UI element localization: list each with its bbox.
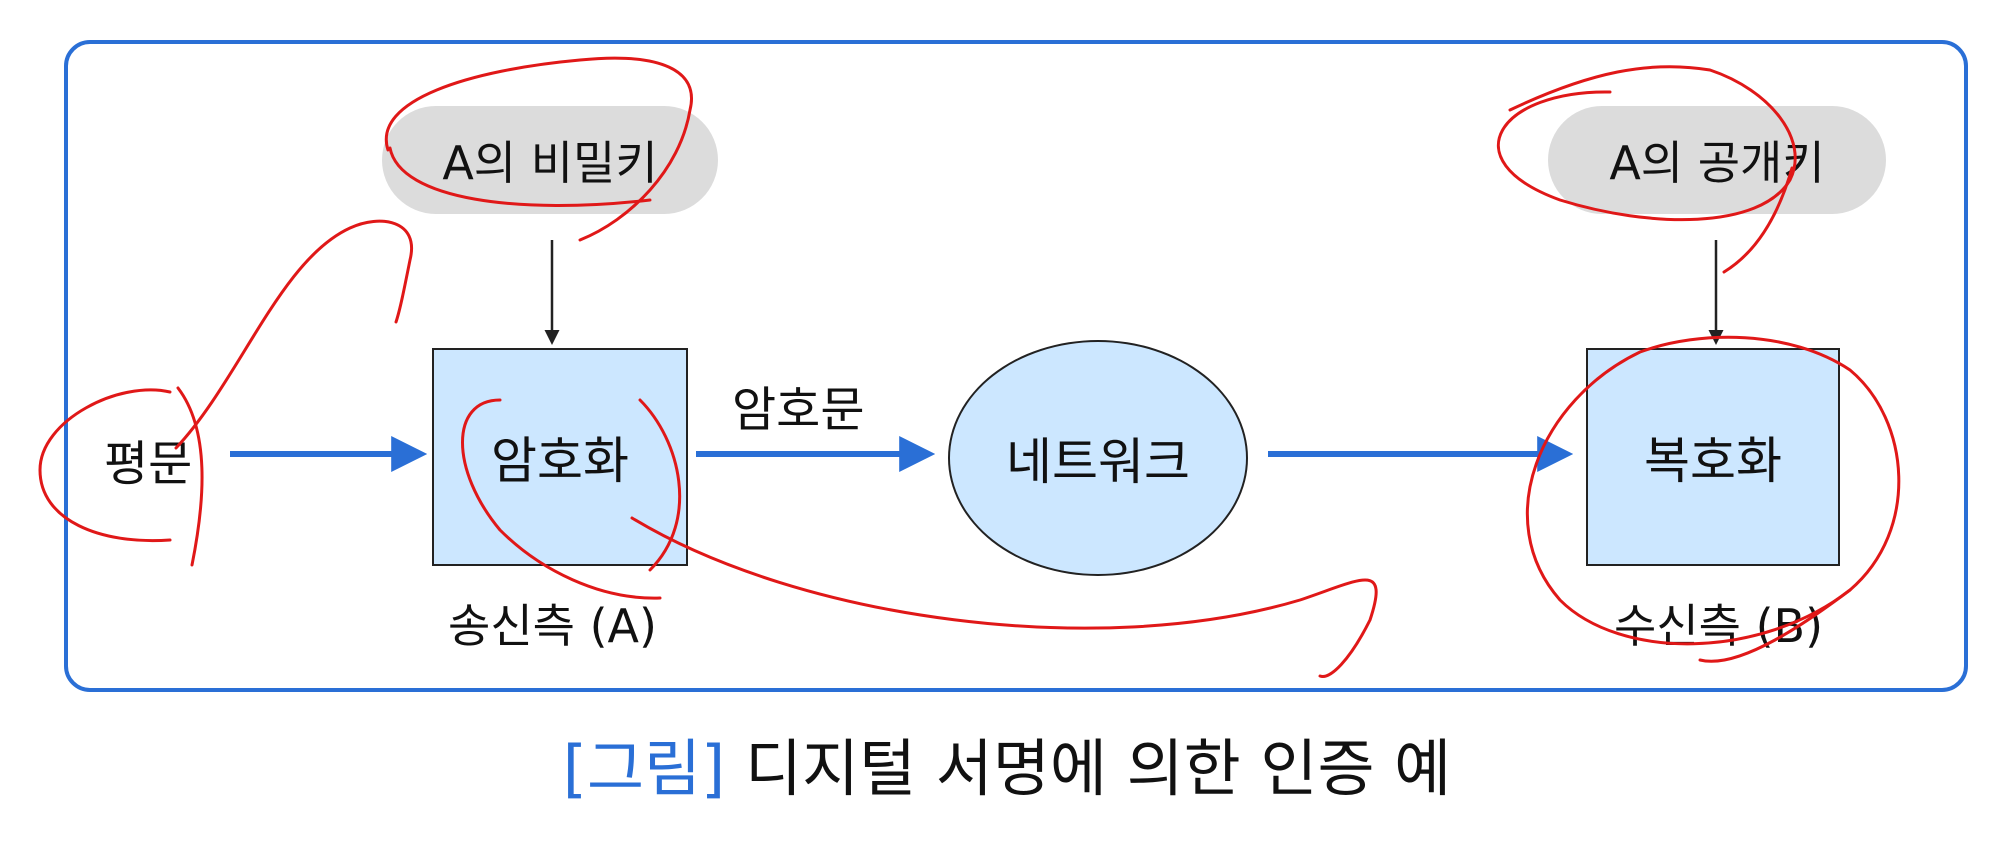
receiver-public-key: A의 공개키 xyxy=(1548,106,1886,214)
ciphertext-label: 암호문 xyxy=(732,382,865,438)
sender-private-key-label: A의 비밀키 xyxy=(442,136,658,190)
decrypt-box-label: 복호화 xyxy=(1644,432,1782,490)
sender-private-key: A의 비밀키 xyxy=(382,106,718,214)
sender-label: 송신측 (A) xyxy=(448,599,657,653)
encrypt-box-label: 암호화 xyxy=(491,432,629,490)
diagram-frame xyxy=(64,40,1968,692)
network-node: 네트워크 xyxy=(948,340,1248,576)
decrypt-box: 복호화 xyxy=(1586,348,1840,566)
figure-caption: [그림] 디지털 서명에 의한 인증 예 xyxy=(0,718,2014,808)
receiver-label: 수신측 (B) xyxy=(1614,599,1824,653)
figure-caption-text: 디지털 서명에 의한 인증 예 xyxy=(744,732,1452,805)
network-node-label: 네트워크 xyxy=(1006,433,1190,491)
plaintext-label: 평문 xyxy=(104,436,193,492)
figure-caption-tag: [그림] xyxy=(562,732,726,805)
receiver-public-key-label: A의 공개키 xyxy=(1609,136,1825,190)
encrypt-box: 암호화 xyxy=(432,348,688,566)
